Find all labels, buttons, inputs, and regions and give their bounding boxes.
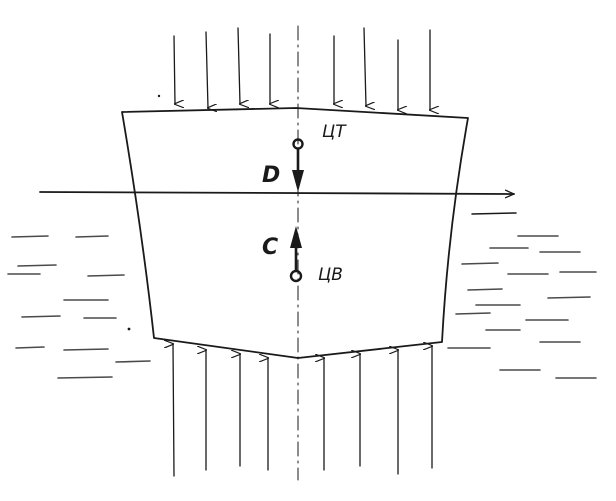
center-of-buoyancy-point (289, 269, 303, 283)
center-of-gravity-label: ЦТ (322, 122, 347, 142)
weight-force-label: D (262, 163, 280, 188)
floating-body-outline (121, 107, 469, 359)
weight-force-arrowhead (292, 170, 304, 192)
stray-dot (127, 327, 131, 331)
buoyancy-force-arrowhead (290, 226, 302, 248)
waterline (39, 192, 514, 194)
stray-dot (157, 94, 161, 98)
flow-arrow (471, 212, 517, 215)
water-hatching-right (447, 235, 597, 379)
center-of-buoyancy-label: ЦВ (318, 265, 343, 285)
buoyancy-force-label: C (262, 235, 278, 260)
bottom-pressure-arrows (173, 344, 432, 477)
top-pressure-arrows (173, 27, 430, 110)
water-hatching-left (7, 235, 151, 379)
